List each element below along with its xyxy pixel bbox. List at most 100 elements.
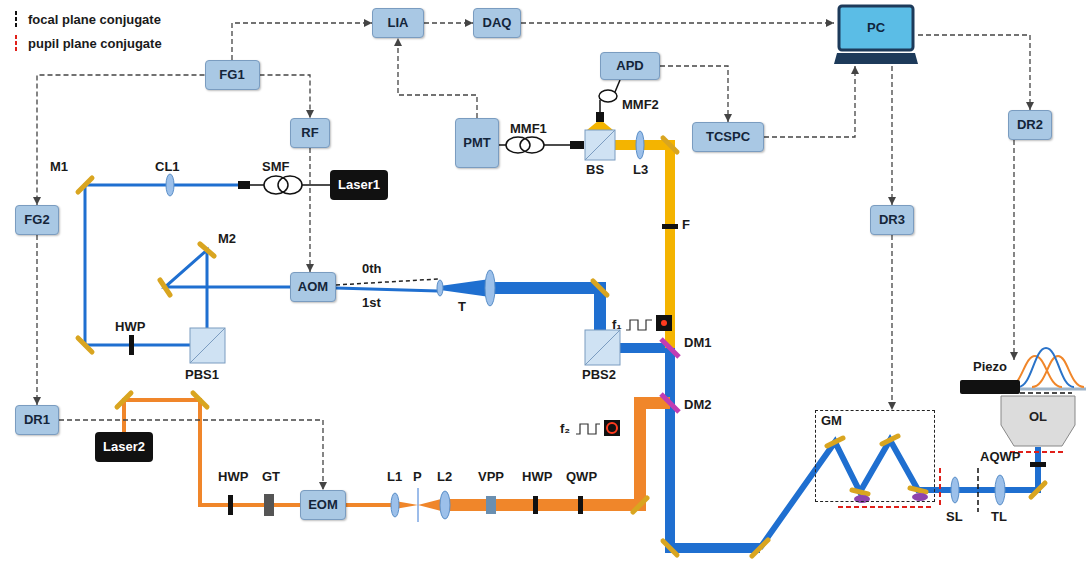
node-label: Piezo [973,360,1007,374]
laptop-base [834,53,918,64]
mirror [633,498,647,512]
part-label: f₁ [612,318,622,332]
waveplate [1030,462,1046,467]
part-label: f₂ [560,422,570,436]
part-label: T [458,300,466,314]
node-label: DR2 [1017,118,1043,132]
lens [995,475,1005,505]
waveplate [228,495,233,515]
piezo-stage: Piezo [960,360,1020,394]
detector-box: PMT [455,118,499,168]
lens [440,491,450,519]
node-label: RF [301,126,318,140]
filter [662,224,678,229]
zero-order-beam [336,279,438,285]
node-label: GM [821,414,842,428]
laser-box: Laser1 [330,170,388,200]
part-label: DM1 [684,336,711,350]
sample-slide [1020,388,1086,391]
waveplate [578,496,583,514]
fiber-coil [599,90,617,102]
part-label: HWP [218,470,248,484]
beam [85,185,240,345]
part-label: L1 [387,470,402,484]
beam [440,279,490,297]
lens [636,131,644,159]
psf-icon [604,420,620,436]
mirror [593,281,607,295]
computer-icon: PC [834,4,918,66]
part-label: P [413,470,422,484]
legend-line [15,11,17,27]
node-label: AOM [298,280,328,294]
driver-box: DR1 [15,405,59,435]
modulator-box: EOM [300,490,346,520]
lock-in-box: LIA [372,8,424,38]
psf-icon [661,320,667,326]
signal-connector [37,75,205,205]
part-label: VPP [478,470,504,484]
psf-icon [607,423,617,433]
polarizer [264,494,274,516]
signal-connector [260,75,311,118]
signal-connector [398,38,477,118]
fiber-coil [506,137,530,153]
mirror [160,280,170,295]
part-label: TL [991,510,1007,524]
laser-box: Laser2 [95,432,153,462]
signal-connector [891,66,892,205]
mirror [663,541,677,555]
counter-box: TCSPC [692,122,764,152]
part-label: SL [946,510,963,524]
node-label: DR3 [879,213,905,227]
part-label: HWP [522,470,552,484]
legend-line [15,35,17,51]
rf-box: RF [290,118,330,148]
pinhole-plane [418,488,419,522]
fiber [499,144,506,146]
signal-connector [59,420,323,490]
signal-connector [1013,140,1014,360]
fiber [250,184,264,186]
lens [951,477,959,503]
node-label: APD [616,59,643,73]
emission-beam [587,121,613,130]
signal-connector [660,66,728,122]
node-label: EOM [308,498,338,512]
detector-box: APD [600,52,660,80]
part-label: L2 [437,470,452,484]
beam-splitter [190,328,225,363]
signal-connector [232,23,372,60]
depletion-beam [445,403,670,505]
psf-icon [656,315,672,331]
lens [391,493,399,517]
legend-sample [10,10,22,28]
signal-connector [309,148,310,272]
generator-box: FG1 [205,60,260,90]
laptop-screen [839,6,913,50]
vortex-phase-plate [486,496,496,514]
mirror [827,438,843,446]
signal-connector [424,22,473,23]
signal-connector [764,66,855,137]
fiber [615,80,620,92]
waveplate [533,496,538,514]
part-label: F [682,218,690,232]
galvo-motor [912,493,928,501]
fiber-coil [264,176,288,194]
part-label: AQWP [980,450,1020,464]
node-label: LIA [388,16,409,30]
fiber [302,184,330,186]
beam [760,440,1038,548]
beam-splitter [585,330,620,365]
lens [485,270,495,306]
beam [165,250,290,328]
pulse-symbol [626,320,652,330]
part-label: MMF2 [622,98,659,112]
beam [336,288,438,291]
beam-splitter [585,130,615,160]
beam-splitter [190,328,225,363]
laptop-outline [834,4,918,66]
